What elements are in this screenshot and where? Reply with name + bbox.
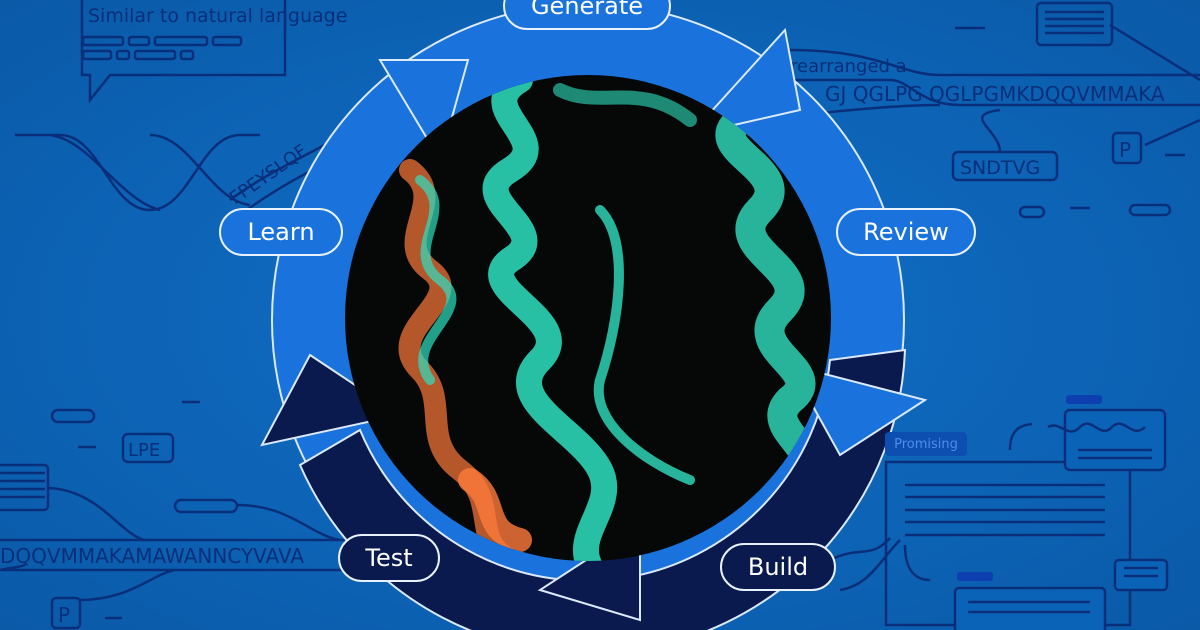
arrowhead-review-build [787, 363, 928, 457]
promising-badge: Promising [885, 432, 967, 456]
stage-learn: Learn [219, 208, 343, 256]
ribbon-top-right-a: rearranged a [790, 56, 907, 77]
helix-wave [15, 133, 260, 212]
mini-helix [1047, 422, 1146, 433]
tag-sndtvg-text: SNDTVG [960, 157, 1040, 179]
tag-lpe-text: LPE [128, 440, 160, 461]
stage-test: Test [338, 534, 440, 582]
document-card [1035, 1, 1114, 47]
tag-lpe [121, 432, 175, 464]
stage-generate-label: Generate [530, 0, 644, 20]
text-placeholder-bars [81, 35, 243, 61]
stage-build-label: Build [747, 553, 809, 581]
tag-sndtvg [951, 150, 1059, 182]
stage-generate: Generate [503, 0, 671, 30]
stage-review: Review [836, 208, 976, 256]
protein-structure-image [345, 75, 831, 561]
speech-bubble-text: Similar to natural language [88, 5, 347, 27]
tag-p-right: P [1119, 138, 1131, 162]
stage-test-label: Test [365, 544, 413, 572]
arrowhead-generate-review [687, 27, 802, 137]
tag-p-left: P [58, 603, 70, 627]
stage-learn-label: Learn [247, 218, 315, 246]
ribbon-bottom-left-text: DQQVMMAKAMAWANNCYVAVA [0, 544, 304, 568]
ribbon-top-right-b: GJ QGLPG QGLPGMKDQQVMMAKA [825, 82, 1165, 106]
stage-review-label: Review [863, 218, 949, 246]
stage-build: Build [720, 543, 836, 591]
speech-bubble [80, 0, 287, 104]
